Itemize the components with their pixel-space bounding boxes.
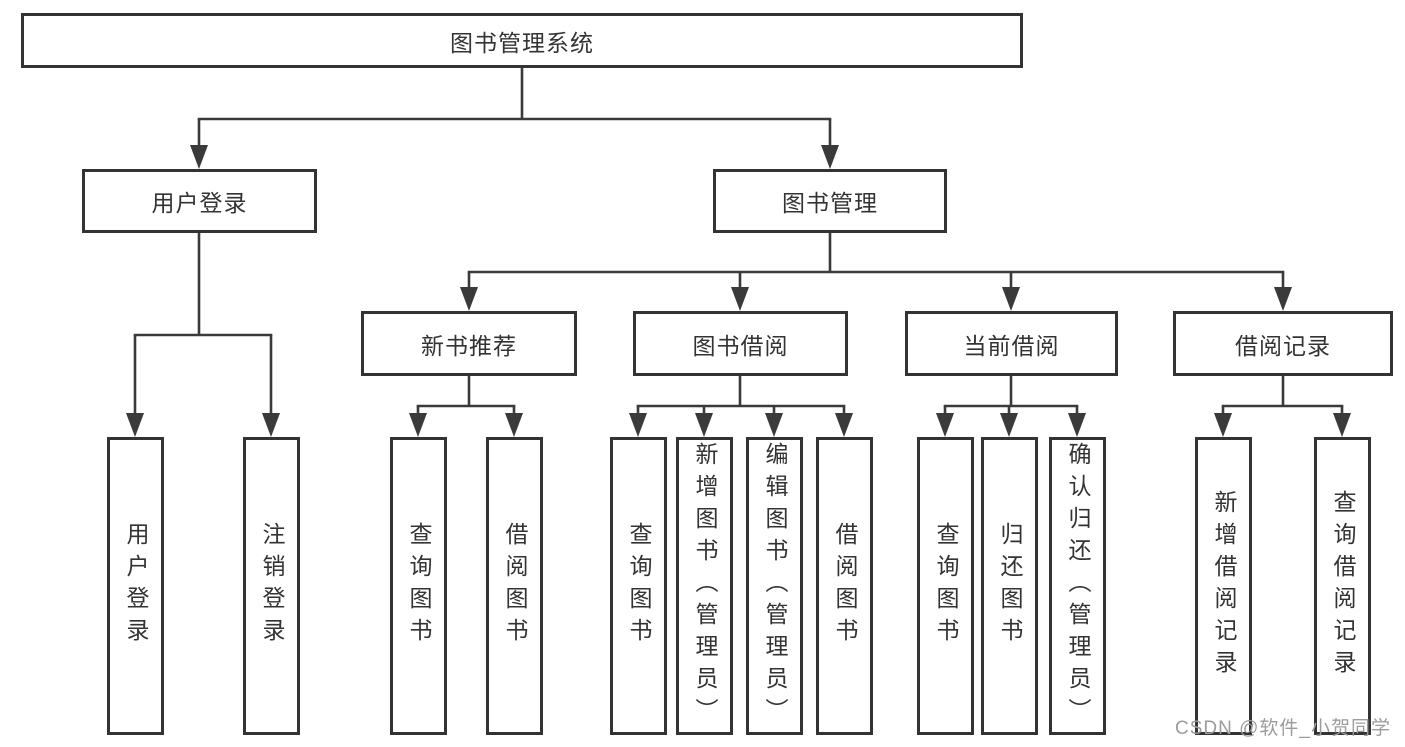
node-cb-return-books: 归还图书 — [981, 437, 1038, 735]
node-label: 用户登录 — [123, 522, 149, 650]
node-label: 确认归还（管理员） — [1065, 442, 1091, 730]
node-label: 查询图书 — [933, 522, 959, 650]
node-ul-logout: 注销登录 — [243, 437, 300, 735]
node-borrowing-records: 借阅记录 — [1173, 311, 1393, 376]
node-ul-user-login: 用户登录 — [107, 437, 164, 735]
node-label: 归还图书 — [997, 522, 1023, 650]
node-label: 查询图书 — [626, 522, 652, 650]
node-current-borrowing: 当前借阅 — [905, 311, 1118, 376]
node-cb-confirm-return-admin: 确认归还（管理员） — [1049, 437, 1106, 735]
node-bb-edit-books-admin: 编辑图书（管理员） — [746, 437, 803, 735]
node-label: 注销登录 — [259, 522, 285, 650]
node-label: 新增借阅记录 — [1211, 490, 1237, 682]
node-label: 借阅图书 — [832, 522, 858, 650]
node-bb-borrow-books: 借阅图书 — [816, 437, 873, 735]
node-user-login: 用户登录 — [82, 169, 317, 233]
node-book-borrowing: 图书借阅 — [633, 311, 848, 376]
node-cb-query-books: 查询图书 — [917, 437, 974, 735]
node-label: 查询借阅记录 — [1330, 490, 1356, 682]
node-nb-borrow-books: 借阅图书 — [486, 437, 543, 735]
node-bb-query-books: 查询图书 — [610, 437, 667, 735]
node-nb-query-books: 查询图书 — [390, 437, 447, 735]
node-book-management: 图书管理 — [713, 169, 947, 233]
node-label: 编辑图书（管理员） — [762, 442, 788, 730]
csdn-watermark: CSDN @软件_小贺同学 — [1175, 718, 1391, 739]
node-bb-add-books-admin: 新增图书（管理员） — [676, 437, 733, 735]
node-label: 借阅图书 — [502, 522, 528, 650]
node-label: 查询图书 — [406, 522, 432, 650]
node-new-book-recommend: 新书推荐 — [361, 311, 577, 376]
node-br-query-record: 查询借阅记录 — [1314, 437, 1371, 735]
node-label: 新增图书（管理员） — [692, 442, 718, 730]
node-root: 图书管理系统 — [21, 13, 1023, 68]
node-br-add-record: 新增借阅记录 — [1195, 437, 1252, 735]
